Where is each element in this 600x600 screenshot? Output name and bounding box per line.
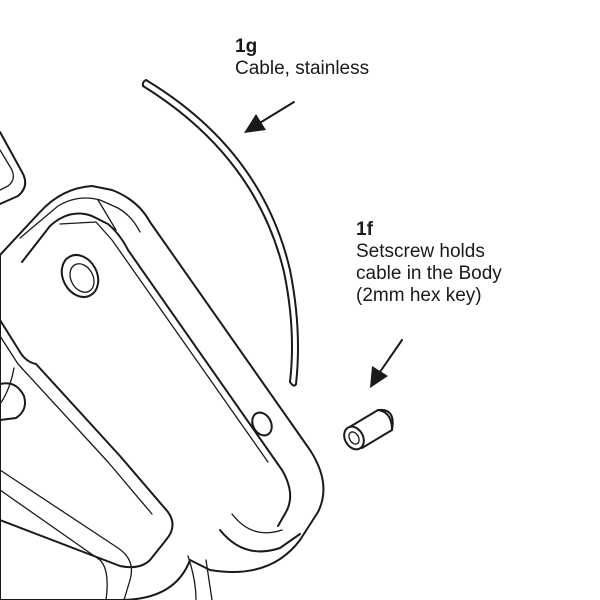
callout-setscrew-line: Setscrew holds [356,241,485,262]
callout-cable-line: Cable, stainless [235,58,370,79]
callout-setscrew-line: cable in the Body [356,263,502,284]
cable-wire [141,79,299,387]
callout-cable: 1g Cable, stainless [235,36,369,80]
setscrew-part [343,408,394,451]
arrow-icon [370,339,403,388]
partial-rod [0,131,27,205]
callout-cable-id: 1g [235,36,258,57]
body-frame [0,185,325,600]
callout-setscrew-id: 1f [356,219,373,240]
arrow-icon [244,101,295,133]
callout-setscrew: 1f Setscrew holds cable in the Body (2mm… [356,219,502,307]
callout-setscrew-line: (2mm hex key) [356,285,482,306]
